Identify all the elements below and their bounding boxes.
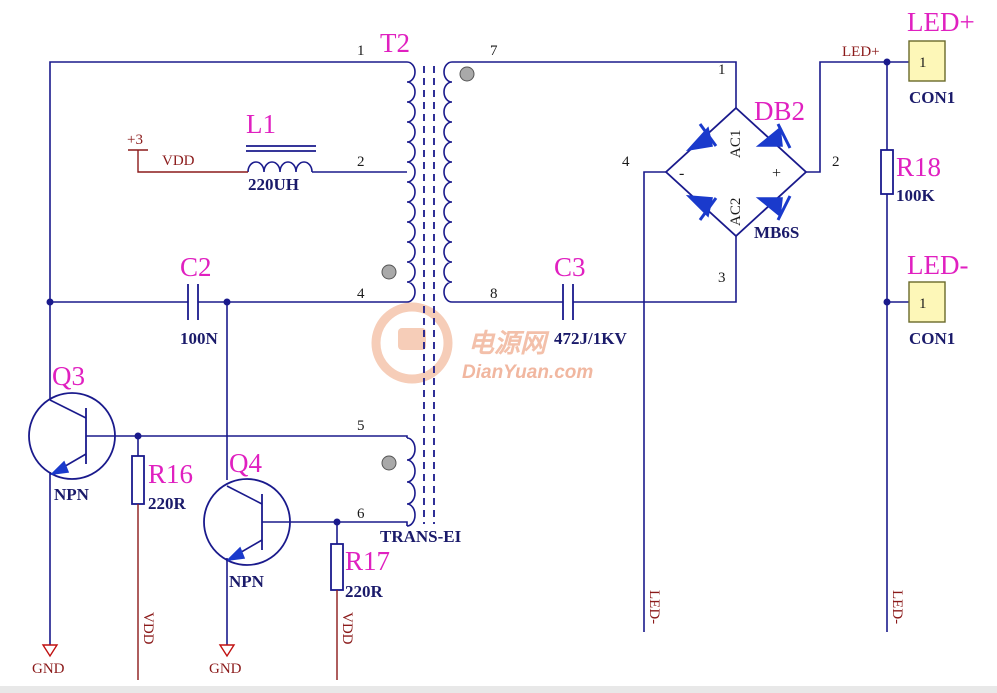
- watermark-cn: 电源网: [468, 328, 550, 358]
- gnd-q3: GND: [32, 644, 65, 677]
- con-plus-title: LED+: [907, 7, 975, 37]
- polarity-dot: [381, 264, 397, 280]
- t2-pin-6: 6: [357, 506, 365, 522]
- q3-ref: Q3: [52, 361, 85, 391]
- net-led-plus: LED+: [842, 44, 880, 60]
- watermark-logo-icon: [371, 302, 453, 384]
- r16-vdd-net: VDD: [140, 612, 156, 645]
- t2-pin-1: 1: [357, 43, 365, 59]
- r16-ref: R16: [148, 459, 193, 489]
- gnd-label: GND: [209, 661, 242, 677]
- q4-ref: Q4: [229, 448, 262, 478]
- capacitor-c2: C2 100N: [180, 252, 219, 348]
- db2-ac2: AC2: [728, 198, 744, 226]
- t2-model: TRANS-EI: [380, 527, 462, 546]
- resistor-r16: R16 220R VDD: [131, 436, 193, 680]
- polarity-dot: [459, 66, 475, 82]
- secondary-wiring: [452, 58, 910, 632]
- r16-value: 220R: [148, 494, 187, 513]
- db2-ac1: AC1: [728, 130, 744, 158]
- db2-ref: DB2: [754, 96, 805, 126]
- t2-pin-2: 2: [357, 154, 365, 170]
- con-minus-pin: 1: [919, 296, 927, 312]
- c3-ref: C3: [554, 252, 586, 282]
- r17-vdd-net: VDD: [339, 612, 355, 645]
- connector-led-plus: 1 LED+ CON1: [907, 7, 975, 107]
- watermark: 电源网 DianYuan.com: [371, 302, 593, 384]
- q3-type: NPN: [54, 485, 90, 504]
- t2-ref: T2: [380, 28, 410, 58]
- q4-type: NPN: [229, 572, 265, 591]
- capacitor-c3: C3 472J/1KV: [554, 252, 627, 348]
- r18-value: 100K: [896, 186, 936, 205]
- diode-icon: [685, 126, 713, 152]
- c2-ref: C2: [180, 252, 212, 282]
- db2-pin-2: 2: [832, 154, 840, 170]
- primary-wiring: [46, 61, 408, 526]
- inductor-l1: L1 220UH: [246, 109, 316, 194]
- plug-icon: [398, 328, 426, 350]
- l1-value: 220UH: [248, 175, 299, 194]
- transformer-t2: T2 TRANS-EI 1 2 4 5 6 7 8: [357, 28, 498, 546]
- diode-icon: [755, 197, 783, 218]
- t2-pin-5: 5: [357, 418, 365, 434]
- gnd-label: GND: [32, 661, 65, 677]
- con-minus-title: LED-: [907, 250, 968, 280]
- bottom-bar: [0, 686, 997, 693]
- net-led-minus-1: LED-: [646, 590, 662, 624]
- vdd-label: VDD: [162, 153, 195, 169]
- con-plus-ref: CON1: [909, 88, 955, 107]
- transistor-q3: Q3 NPN: [28, 361, 116, 645]
- gnd-q4: GND: [209, 644, 242, 677]
- db2-minus: -: [679, 165, 684, 182]
- db2-model: MB6S: [754, 223, 799, 242]
- con-minus-ref: CON1: [909, 329, 955, 348]
- connector-led-minus: 1 LED- CON1: [907, 250, 968, 348]
- c2-value: 100N: [180, 329, 219, 348]
- l1-ref: L1: [246, 109, 276, 139]
- transistor-q4: Q4 NPN: [203, 448, 292, 645]
- t2-pin-4: 4: [357, 286, 365, 302]
- con-plus-pin: 1: [919, 55, 927, 71]
- resistor-r17: R17 220R VDD: [330, 522, 390, 680]
- db2-plus: +: [772, 165, 781, 182]
- diode-icon: [755, 126, 783, 147]
- watermark-en: DianYuan.com: [462, 362, 593, 383]
- t2-pin-8: 8: [490, 286, 498, 302]
- bridge-db2: DB2 MB6S AC1 AC2 - + 1 2 3 4: [622, 62, 840, 286]
- net-led-minus-2: LED-: [889, 590, 905, 624]
- power-plus3: +3 VDD: [127, 132, 248, 173]
- r17-ref: R17: [345, 546, 390, 576]
- c3-value: 472J/1KV: [554, 329, 627, 348]
- r17-value: 220R: [345, 582, 384, 601]
- db2-pin-3: 3: [718, 270, 726, 286]
- db2-pin-4: 4: [622, 154, 630, 170]
- r18-ref: R18: [896, 152, 941, 182]
- db2-pin-1: 1: [718, 62, 726, 78]
- polarity-dot: [381, 455, 397, 471]
- plus3-label: +3: [127, 132, 143, 148]
- t2-pin-7: 7: [490, 43, 498, 59]
- resistor-r18: R18 100K: [880, 149, 941, 205]
